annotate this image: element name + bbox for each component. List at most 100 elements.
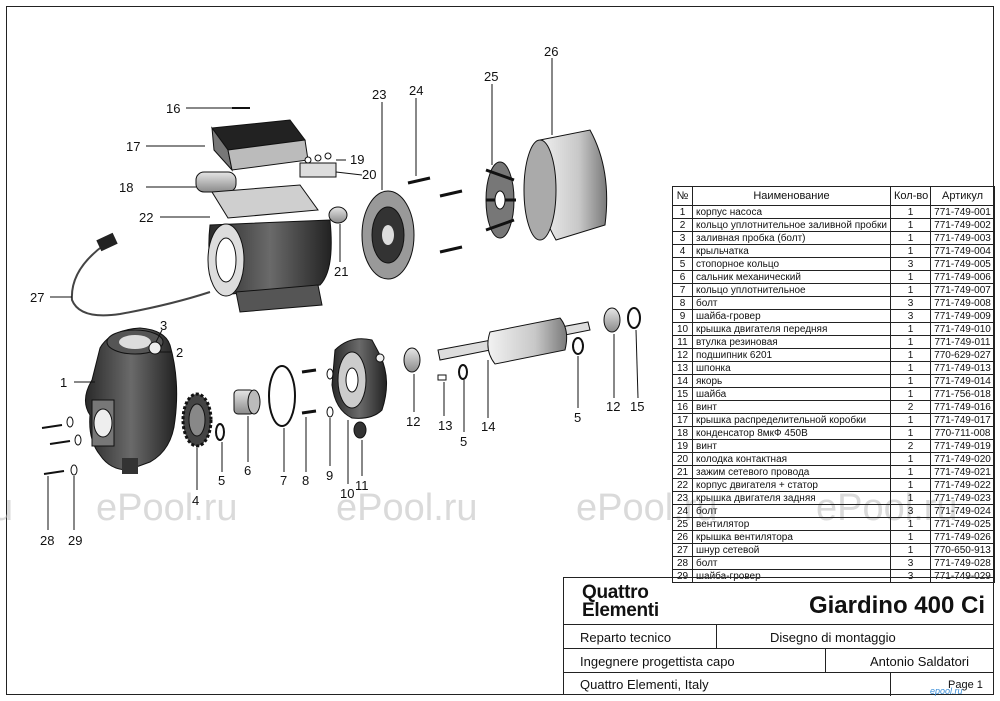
cell-qty: 1 (890, 491, 931, 505)
cell-name: корпус насоса (692, 205, 891, 219)
part-motor-housing (207, 184, 332, 313)
title-row-company: Quattro Elementi, Italy Page 1 epool.ru (564, 672, 993, 696)
callout-9: 9 (326, 468, 333, 483)
cell-qty: 2 (890, 439, 931, 453)
callout-7: 7 (280, 473, 287, 488)
part-rear-motor-cover (361, 190, 415, 280)
cell-name: крышка двигателя передняя (692, 322, 891, 336)
part-impeller (181, 392, 213, 448)
callout-28: 28 (40, 533, 54, 548)
cell-article: 771-749-002 (930, 218, 995, 232)
cell-qty: 1 (890, 231, 931, 245)
cell-name: кольцо уплотнительное заливной пробки (692, 218, 891, 232)
cell-article: 771-749-004 (930, 244, 995, 258)
cell-num: 4 (672, 244, 693, 258)
callout-1: 1 (60, 375, 67, 390)
cell-name: винт (692, 400, 891, 414)
cell-qty: 3 (890, 556, 931, 570)
cell-article: 771-749-023 (930, 491, 995, 505)
cell-qty: 3 (890, 296, 931, 310)
callout-24: 24 (409, 83, 423, 98)
cell-name: конденсатор 8мкФ 450В (692, 426, 891, 440)
cell-name: колодка контактная (692, 452, 891, 466)
title-row-department: Reparto tecnico Disegno di montaggio (564, 624, 993, 649)
cell-name: якорь (692, 374, 891, 388)
callout-10: 10 (340, 486, 354, 501)
cell-article: 771-749-007 (930, 283, 995, 297)
part-pump-body (85, 327, 178, 474)
cell-qty: 1 (890, 244, 931, 258)
cell-num: 2 (672, 218, 693, 232)
logo-line-2: Elementi (582, 600, 659, 621)
header-name: Наименование (692, 186, 891, 206)
cell-qty: 1 (890, 530, 931, 544)
company-location: Quattro Elementi, Italy (580, 677, 709, 692)
cell-num: 16 (672, 400, 693, 414)
cell-article: 771-756-018 (930, 387, 995, 401)
cell-article: 771-749-016 (930, 400, 995, 414)
cell-num: 15 (672, 387, 693, 401)
cell-num: 20 (672, 452, 693, 466)
part-o-ring (268, 365, 296, 427)
cell-qty: 1 (890, 426, 931, 440)
cell-num: 3 (672, 231, 693, 245)
cell-name: корпус двигателя + статор (692, 478, 891, 492)
cell-article: 771-749-022 (930, 478, 995, 492)
cell-article: 770-629-027 (930, 348, 995, 362)
company-logo: Quattro Elementi (582, 583, 659, 621)
cell-article: 770-711-008 (930, 426, 995, 440)
cell-article: 771-749-006 (930, 270, 995, 284)
callout-17: 17 (126, 139, 140, 154)
cell-qty: 3 (890, 309, 931, 323)
cell-num: 10 (672, 322, 693, 336)
cell-article: 771-749-021 (930, 465, 995, 479)
cell-article: 771-749-028 (930, 556, 995, 570)
callout-14: 14 (481, 419, 495, 434)
cell-num: 7 (672, 283, 693, 297)
callout-12: 12 (406, 414, 420, 429)
cell-article: 771-749-013 (930, 361, 995, 375)
cell-num: 12 (672, 348, 693, 362)
part-terminal-block (299, 152, 337, 178)
part-retaining-ring (572, 337, 584, 355)
cell-qty: 2 (890, 400, 931, 414)
callout-12: 12 (606, 399, 620, 414)
cell-qty: 1 (890, 413, 931, 427)
cell-article: 771-749-024 (930, 504, 995, 518)
part-bolts-body (41, 416, 82, 476)
cell-qty: 3 (890, 504, 931, 518)
callout-18: 18 (119, 180, 133, 195)
part-fan-cover (523, 129, 608, 241)
cell-name: зажим сетевого провода (692, 465, 891, 479)
department: Reparto tecnico (580, 629, 672, 645)
cell-num: 18 (672, 426, 693, 440)
cell-name: вентилятор (692, 517, 891, 531)
cell-num: 11 (672, 335, 693, 349)
callout-5: 5 (218, 473, 225, 488)
epool-stamp: epool.ru (930, 685, 963, 696)
callout-5: 5 (574, 410, 581, 425)
callout-22: 22 (139, 210, 153, 225)
callout-21: 21 (334, 264, 348, 279)
callout-2: 2 (176, 345, 183, 360)
cell-qty: 1 (890, 543, 931, 557)
cell-name: болт (692, 504, 891, 518)
watermark-fragment: u (0, 487, 13, 529)
part-key (437, 374, 447, 381)
